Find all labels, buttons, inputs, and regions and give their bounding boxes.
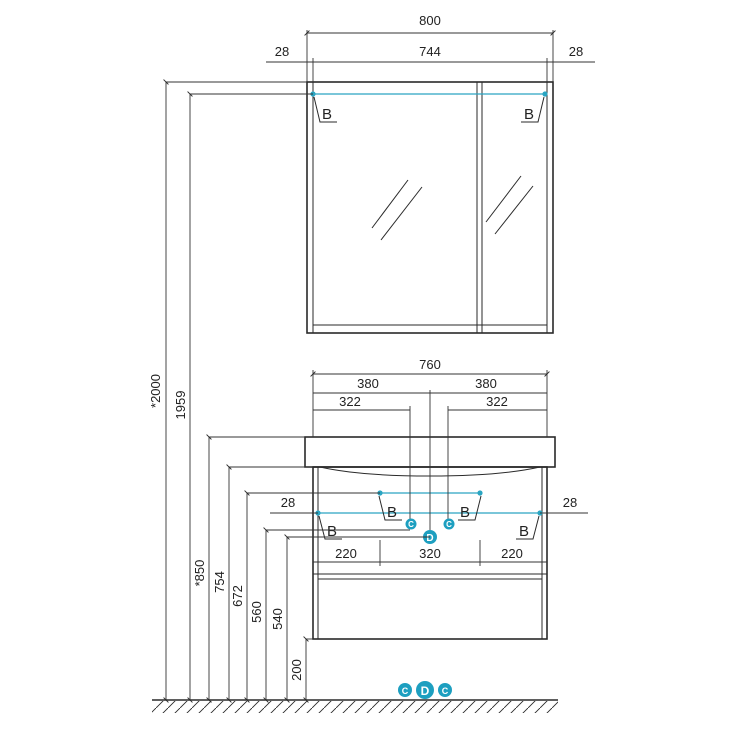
dimension-28-left: 28 [275, 44, 289, 59]
height-672: 672 [230, 585, 245, 607]
dimension-322-left: 322 [339, 394, 361, 409]
mirror-glare [380, 186, 423, 241]
callout-b-label: B [327, 523, 337, 540]
mirror-cabinet: B B [306, 81, 554, 334]
dimension-28-right: 28 [569, 44, 583, 59]
marker-d-label: D [426, 533, 433, 544]
mirror-glare [485, 175, 522, 223]
callout-b-label: B [519, 523, 529, 540]
callout-leader [318, 515, 342, 540]
callout-leader [313, 96, 337, 123]
dimension-800: 800 [419, 13, 441, 28]
dimension-220-right: 220 [501, 546, 523, 561]
vanity-dimensions: 760 380 380 322 322 28 28 220 320 220 [270, 357, 588, 566]
callout-b-label: B [460, 504, 470, 521]
dimension-320-center: 320 [419, 546, 441, 561]
callout-leader [378, 495, 402, 521]
dimension-28-left: 28 [281, 495, 295, 510]
vanity-unit: B B B B C D C [304, 390, 556, 640]
height-540: 540 [270, 608, 285, 630]
marker-c-label: C [408, 520, 414, 529]
mirror-glare [371, 179, 409, 229]
floor-hatching [152, 701, 558, 713]
height-1959: 1959 [173, 391, 188, 420]
mount-point-icon [477, 490, 483, 496]
marker-c-icon [438, 683, 452, 697]
marker-d-label: D [421, 684, 430, 698]
height-dimensions: *2000 1959 *850 754 672 560 540 200 [148, 79, 430, 703]
dimension-744: 744 [419, 44, 441, 59]
callout-leader [516, 515, 540, 540]
dimension-220-left: 220 [335, 546, 357, 561]
callout-b-label: B [322, 106, 332, 123]
marker-c-label: C [442, 686, 449, 696]
height-560: 560 [249, 601, 264, 623]
mount-point-icon [542, 91, 548, 97]
dimension-760: 760 [419, 357, 441, 372]
dimension-28-right: 28 [563, 495, 577, 510]
height-850: *850 [192, 560, 207, 587]
mirror-glare [494, 185, 534, 235]
height-200: 200 [289, 659, 304, 681]
floor: C D C [152, 681, 558, 713]
marker-c-icon [443, 518, 455, 530]
callout-b-label: B [387, 504, 397, 521]
dimension-380-right: 380 [475, 376, 497, 391]
callout-b-label: B [524, 106, 534, 123]
dimension-322-right: 322 [486, 394, 508, 409]
height-2000: *2000 [148, 374, 163, 408]
dimension-380-left: 380 [357, 376, 379, 391]
mirror-cabinet-outline [306, 81, 554, 334]
marker-c-label: C [446, 520, 452, 529]
mirror-dimensions: 800 744 28 28 [266, 13, 595, 82]
callout-leader [521, 96, 545, 123]
marker-c-icon [405, 518, 417, 530]
marker-c-icon [398, 683, 412, 697]
height-754: 754 [212, 571, 227, 593]
callout-leader [458, 495, 482, 521]
marker-c-label: C [402, 686, 409, 696]
marker-d-icon [416, 681, 434, 699]
